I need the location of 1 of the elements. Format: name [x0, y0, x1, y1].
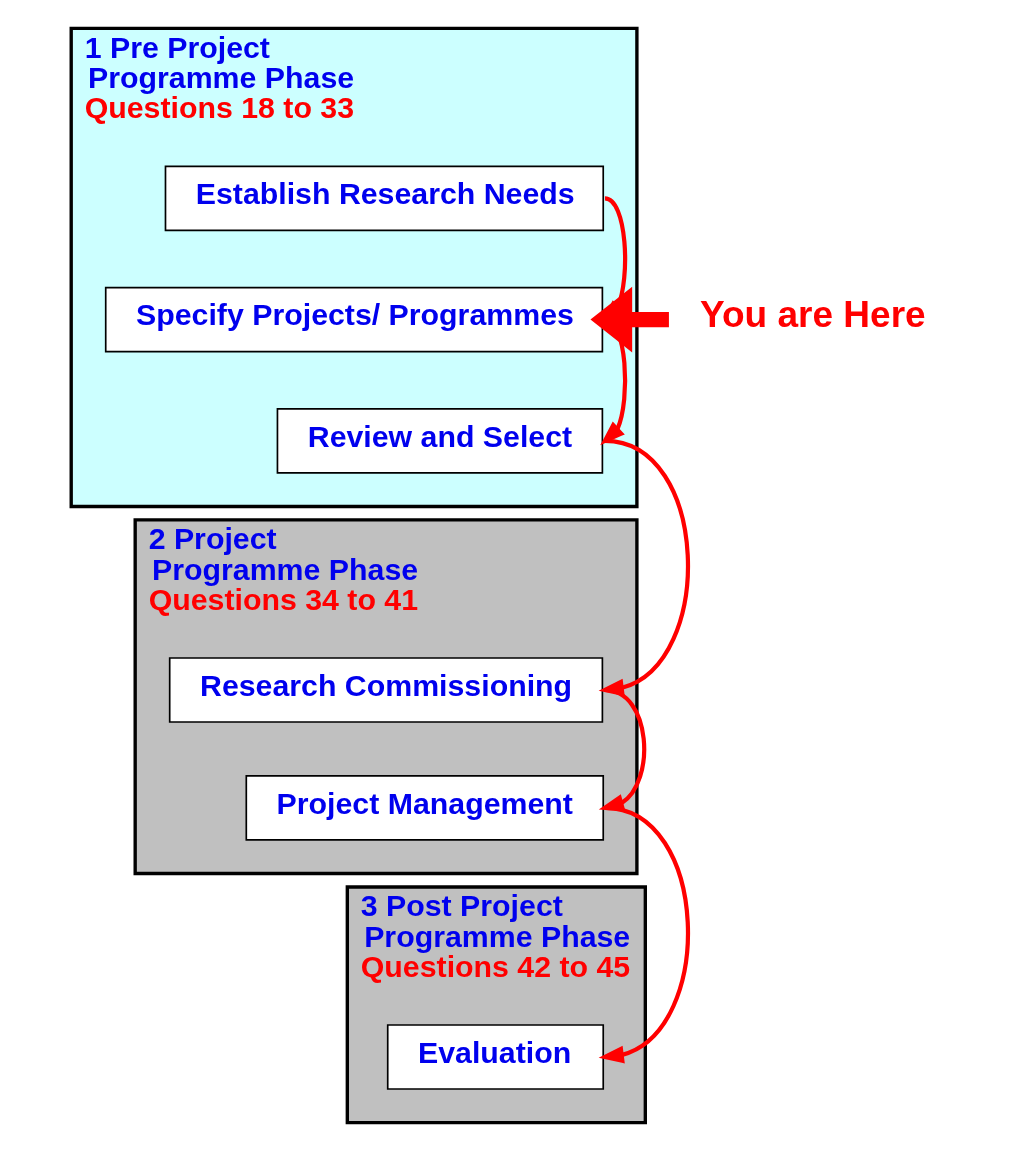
node-text: You are Here: [700, 293, 926, 336]
